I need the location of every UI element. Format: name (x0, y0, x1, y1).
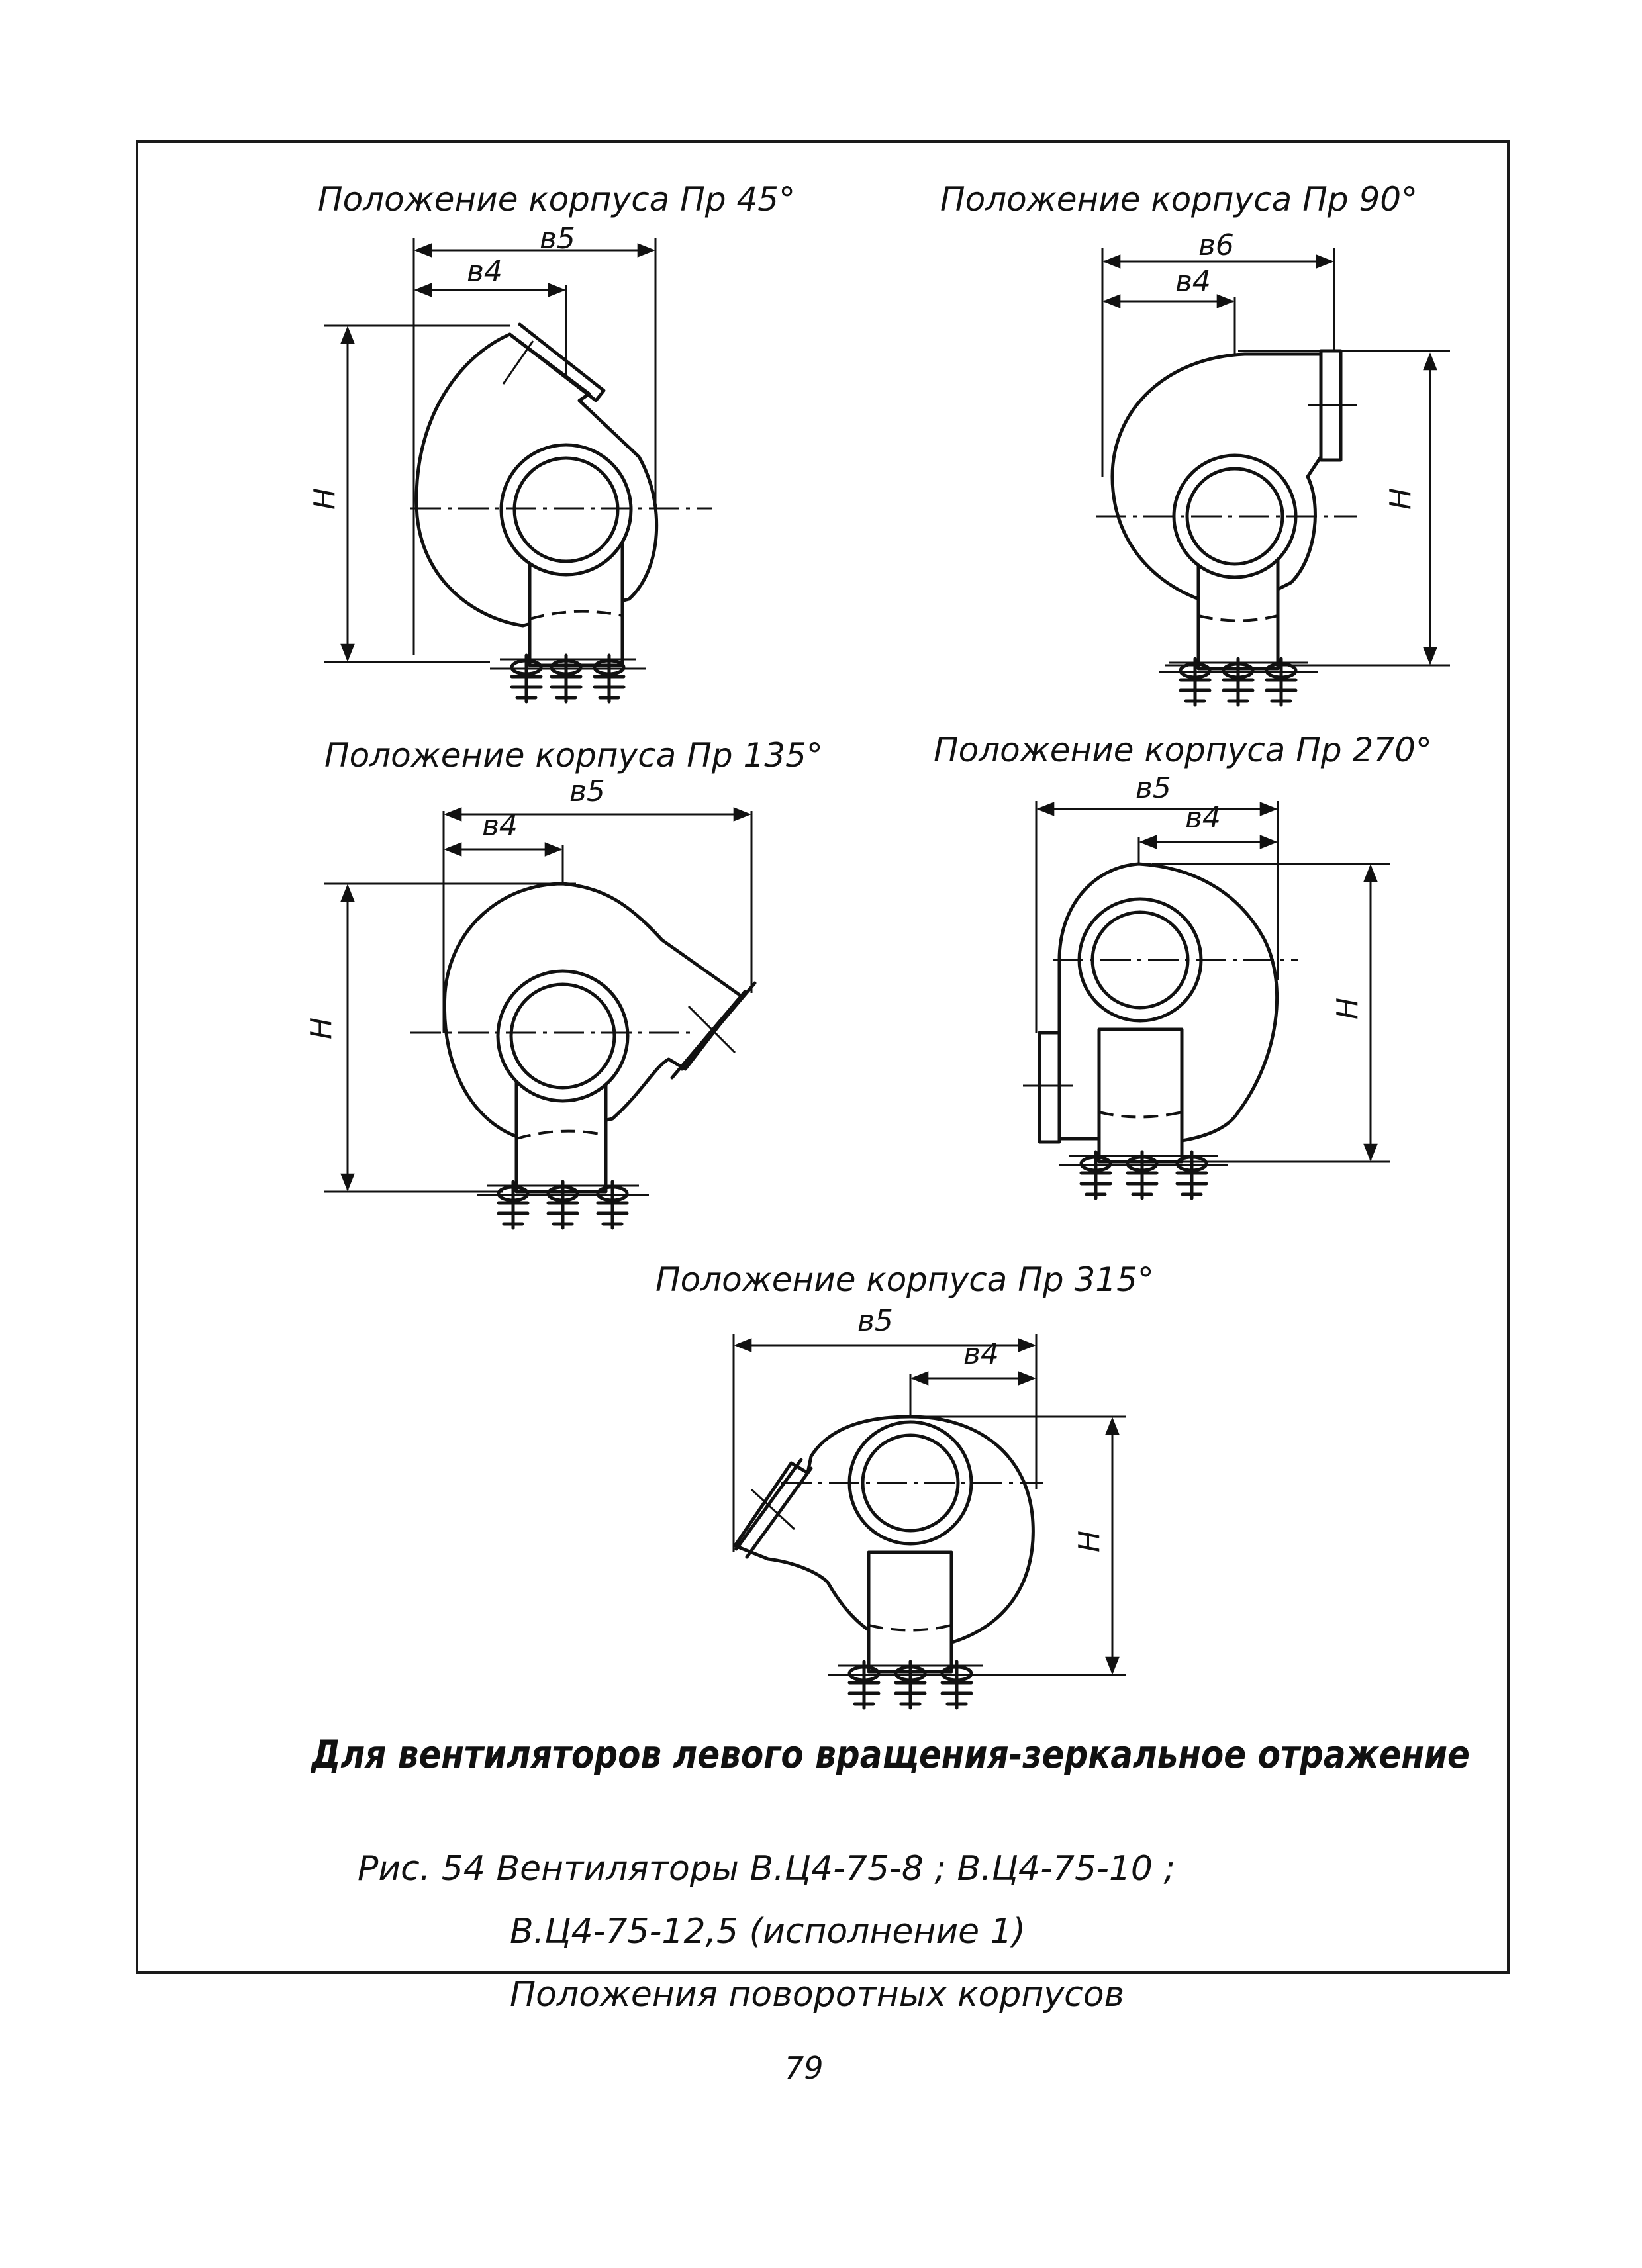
view-pr45: Положение корпуса Пр 45° в5 в4 H (308, 180, 795, 702)
dimension-label-total: в5 (569, 775, 605, 808)
dimension-label-total: в5 (857, 1304, 893, 1338)
view-title: Положение корпуса Пр 45° (318, 180, 795, 218)
view-title: Положение корпуса Пр 90° (940, 180, 1418, 218)
dimension-label-height: H (1073, 1531, 1106, 1552)
mirror-note: Для вентиляторов левого вращения-зеркаль… (310, 1732, 1470, 1777)
page-number: 79 (785, 2050, 824, 2086)
view-title: Положение корпуса Пр 315° (655, 1260, 1154, 1299)
dimension-label-total: в5 (1135, 771, 1171, 805)
view-title: Положение корпуса Пр 135° (324, 736, 823, 775)
view-title: Положение корпуса Пр 270° (934, 731, 1432, 769)
caption-line-1: Рис. 54 Вентиляторы В.Ц4-75-8 ; В.Ц4-75-… (358, 1849, 1175, 1889)
dimension-label-height: H (1331, 998, 1365, 1019)
dimension-label-height: H (305, 1017, 338, 1039)
dimension-label-inner: в4 (1185, 801, 1221, 835)
drawing-frame (136, 140, 1510, 1974)
dimension-label-inner: в4 (963, 1337, 999, 1371)
view-pr270: Положение корпуса Пр 270° в5 в4 H (934, 731, 1432, 1198)
dimension-label-height: H (1384, 488, 1418, 510)
view-pr135: Положение корпуса Пр 135° в5 в4 H (305, 736, 823, 1228)
caption-line-3: Положения поворотных корпусов (510, 1975, 1124, 2014)
dimension-label-inner: в4 (467, 255, 503, 289)
dimension-label-inner: в4 (1175, 265, 1211, 299)
dimension-label-height: H (308, 488, 342, 510)
view-pr90: Положение корпуса Пр 90° в6 в4 H (940, 180, 1450, 705)
caption-line-2: В.Ц4-75-12,5 (исполнение 1) (510, 1912, 1026, 1952)
view-pr315: Положение корпуса Пр 315° в5 в4 H (655, 1260, 1154, 1708)
dimension-label-total: в6 (1198, 228, 1234, 262)
